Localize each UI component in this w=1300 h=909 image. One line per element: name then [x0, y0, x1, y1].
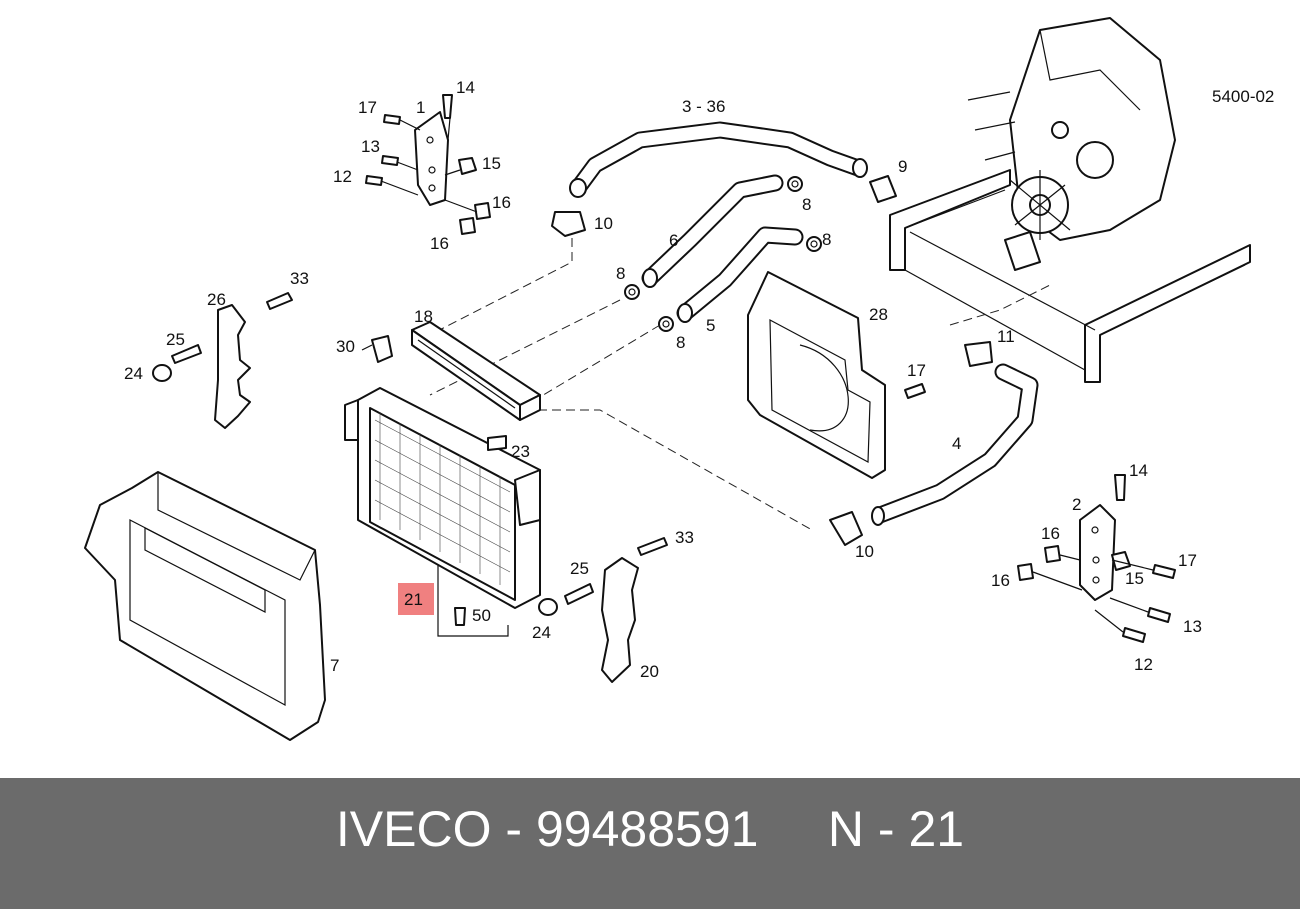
callout-23: 23: [511, 442, 530, 461]
callout-10: 10: [855, 542, 874, 561]
diagram-position: N - 21: [827, 801, 965, 857]
bracket-26: [152, 292, 293, 429]
callout-8: 8: [822, 230, 831, 249]
callout-12: 12: [1134, 655, 1153, 674]
bracket-1: [365, 94, 491, 235]
callout-15: 15: [1125, 569, 1144, 588]
exploded-view-drawing: 5400-02: [84, 17, 1274, 741]
brand-name: IVECO: [335, 801, 492, 857]
callout-4: 4: [952, 434, 961, 453]
callout-26: 26: [207, 290, 226, 309]
shroud-7: [84, 471, 326, 741]
callout-24: 24: [532, 623, 551, 642]
support-20: [538, 537, 668, 683]
callout-5: 5: [706, 316, 715, 335]
callout-16: 16: [492, 193, 511, 212]
callout-8: 8: [676, 333, 685, 352]
callout-16: 16: [1041, 524, 1060, 543]
hose-clamps: [551, 175, 993, 546]
highlighted-part-marker: [398, 583, 434, 615]
hose-4: [871, 363, 1039, 526]
callout-7: 7: [330, 656, 339, 675]
callout-15: 15: [482, 154, 501, 173]
drain-plug-30: [361, 335, 393, 363]
callout-16: 16: [991, 571, 1010, 590]
parts-diagram: 5400-02: [84, 17, 1275, 741]
callout-50: 50: [472, 606, 491, 625]
hose-5: [676, 226, 804, 323]
radiator-21: [344, 387, 541, 637]
callout-17: 17: [907, 361, 926, 380]
part-number-banner: IVECO - 99488591 N - 21: [0, 778, 1300, 909]
callout-25: 25: [570, 559, 589, 578]
callout-6: 6: [669, 231, 678, 250]
callout-24: 24: [124, 364, 143, 383]
fan-shroud-28: [747, 271, 926, 479]
callout-33: 33: [290, 269, 309, 288]
callout-14: 14: [1129, 461, 1148, 480]
callout-20: 20: [640, 662, 659, 681]
callout-8: 8: [616, 264, 625, 283]
callout-3-36: 3 - 36: [682, 97, 725, 116]
callout-labels: 1 14 17 13 12 15 16 16 3 - 36 9 10 8 8 6…: [124, 78, 1202, 681]
callout-18: 18: [414, 307, 433, 326]
callout-8: 8: [802, 195, 811, 214]
callout-10: 10: [594, 214, 613, 233]
frame-rails: [889, 169, 1251, 383]
part-number-caption: IVECO - 99488591 N - 21: [0, 800, 1300, 858]
callout-25: 25: [166, 330, 185, 349]
callout-14: 14: [456, 78, 475, 97]
part-number: 99488591: [535, 801, 759, 857]
bracket-2: [1017, 474, 1176, 643]
caption-separator: -: [505, 801, 523, 857]
callout-33: 33: [675, 528, 694, 547]
engine-fan-assembly: [967, 17, 1176, 271]
callout-17: 17: [1178, 551, 1197, 570]
callout-2: 2: [1072, 495, 1081, 514]
callout-12: 12: [333, 167, 352, 186]
callout-9: 9: [898, 157, 907, 176]
callout-1: 1: [416, 98, 425, 117]
callout-16: 16: [430, 234, 449, 253]
hose-6: [641, 174, 784, 288]
radiator-18: [411, 321, 541, 421]
upper-hose-3-36: [569, 121, 868, 198]
callout-11: 11: [997, 327, 1015, 346]
callout-30: 30: [336, 337, 355, 356]
callout-28: 28: [869, 305, 888, 324]
reference-code: 5400-02: [1212, 87, 1274, 106]
callout-21: 21: [404, 590, 423, 609]
callout-17: 17: [358, 98, 377, 117]
callout-13: 13: [1183, 617, 1202, 636]
callout-13: 13: [361, 137, 380, 156]
